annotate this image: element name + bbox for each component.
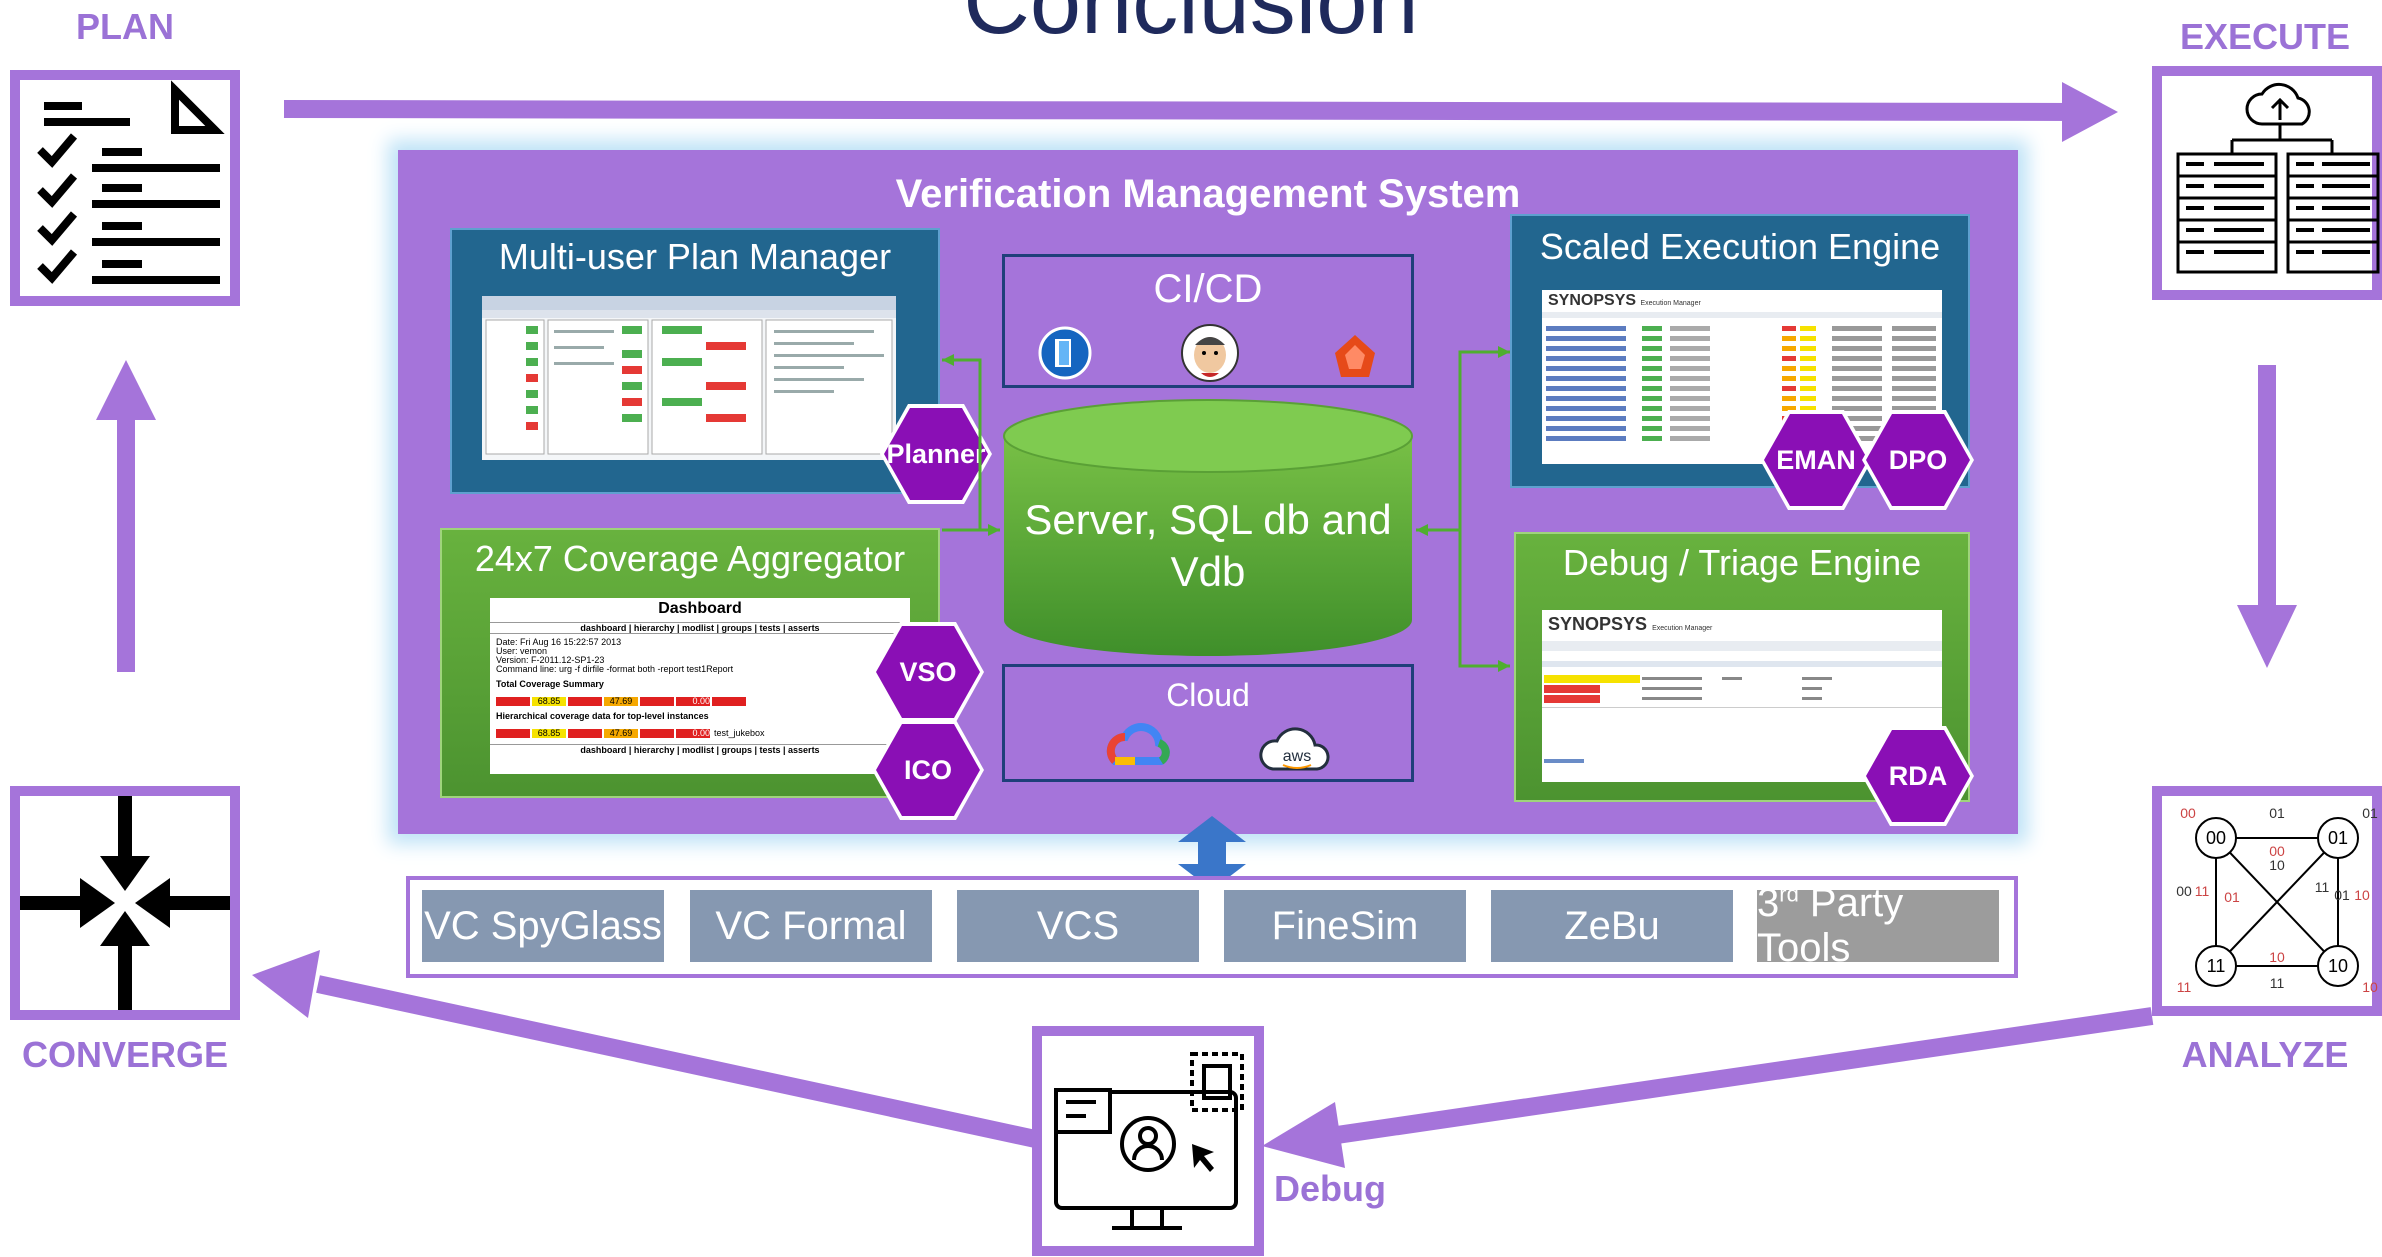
debug-title: Debug / Triage Engine [1562, 542, 1922, 583]
dpo-badge: DPO [1866, 414, 1970, 506]
state-node: 10 [2328, 956, 2348, 976]
coverage-title: 24x7 Coverage Aggregator [474, 538, 906, 579]
plan-to-execute-arrow [283, 100, 2081, 121]
svg-text:10: 10 [2269, 949, 2285, 965]
database-label: Server, SQL db and Vdb [1024, 496, 1392, 595]
plan-manager-panel: Multi-user Plan Manager [450, 228, 940, 494]
tools-bar [406, 876, 2018, 978]
svg-text:11: 11 [2315, 879, 2330, 895]
debug-label: Debug [1274, 1168, 1386, 1209]
converge-arrows-icon [20, 796, 230, 1010]
state-node: 11 [2207, 956, 2226, 976]
dashboard-nav: dashboard | hierarchy | modlist | groups… [490, 622, 910, 634]
svg-text:00: 00 [2269, 843, 2285, 859]
dpo-badge-border: DPO [1862, 410, 1974, 510]
hier-title: Hierarchical coverage data for top-level… [496, 711, 709, 721]
execution-screenshot: SYNOPSYS Execution Manager [1542, 290, 1942, 464]
tool-zebu: ZeBu [1491, 890, 1733, 962]
hier-row: 68.85 47.69 0.00 test_jukebox [496, 729, 910, 738]
coverage-dashboard: Dashboard dashboard | hierarchy | modlis… [490, 598, 910, 774]
state-node: 00 [2206, 828, 2226, 848]
vso-badge-border: VSO [872, 622, 984, 722]
tool-vc-formal: VC Formal [690, 890, 932, 962]
svg-text:11: 11 [2195, 883, 2210, 899]
svg-text:01: 01 [2362, 805, 2378, 821]
checklist-icon [30, 80, 225, 292]
cloud-title: Cloud [1166, 677, 1250, 713]
dashboard-info: Date: Fri Aug 16 15:22:57 2013 [496, 637, 622, 647]
ico-badge-border: ICO [872, 720, 984, 820]
gitlab-like-icon [1335, 335, 1375, 377]
test-name: test_jukebox [714, 728, 765, 738]
debug-icon-box [1032, 1026, 1264, 1256]
svg-text:01: 01 [2224, 889, 2240, 905]
cloud-logos: aws [1106, 723, 1330, 771]
debug-screenshot: SYNOPSYS Execution Manager [1542, 610, 1942, 782]
database-cylinder [1003, 399, 1413, 656]
door-icon [1038, 326, 1092, 380]
cicd-logos [1038, 324, 1375, 382]
google-cloud-icon [1106, 723, 1170, 765]
svg-text:10: 10 [2354, 887, 2370, 903]
tool-vc-spyglass: VC SpyGlass [422, 890, 664, 962]
dashboard-info: User: vemon [496, 646, 548, 656]
cloud-servers-icon [2176, 82, 2380, 274]
cicd-box: CI/CD [1002, 254, 1414, 388]
plan-manager-screenshot [482, 296, 896, 460]
cloud-box: Cloud aws [1002, 664, 1414, 782]
rda-badge: RDA [1866, 730, 1970, 822]
execute-label: EXECUTE [2179, 16, 2351, 57]
dashboard-info: Version: F-2011.12-SP1-23 [496, 655, 605, 665]
analyze-icon-box: 00 01 11 10 00 01 00 10 01 00 11 01 11 0… [2152, 786, 2382, 1016]
summary-title: Total Coverage Summary [496, 679, 604, 689]
jenkins-icon [1181, 324, 1239, 382]
converge-label: CONVERGE [21, 1034, 229, 1075]
tool-3rd-party: 3rd Party Tools [1757, 881, 1999, 970]
svg-text:11: 11 [2270, 975, 2285, 991]
planner-badge-border: Planner [880, 404, 992, 504]
analyze-to-debug-arrow [1328, 1007, 2154, 1145]
tool-3rd-party-label: 3rd Party Tools [1757, 881, 1904, 970]
svg-text:01: 01 [2334, 887, 2350, 903]
svg-text:10: 10 [2269, 857, 2285, 873]
vms-tools-double-arrow [1178, 816, 1246, 890]
tool-vcs: VCS [957, 890, 1199, 962]
synopsys-logo: SYNOPSYS Execution Manager [1548, 292, 1701, 309]
svg-text:aws: aws [1283, 748, 1311, 765]
synopsys-logo: SYNOPSYS Execution Manager [1548, 614, 1713, 634]
debug-to-converge-arrow [316, 975, 1042, 1149]
plan-manager-title: Multi-user Plan Manager [498, 236, 892, 277]
plan-label: PLAN [76, 6, 174, 47]
dashboard-nav-bottom: dashboard | hierarchy | modlist | groups… [490, 744, 910, 755]
plan-icon-box [10, 70, 240, 306]
slide-title: Conclusion [963, 0, 1419, 53]
execute-icon-box [2152, 66, 2382, 300]
dashboard-info: Command line: urg -f dirfile -format bot… [496, 664, 734, 674]
dashboard-heading: Dashboard [658, 600, 742, 617]
summary-row: 68.85 47.69 0.00 [496, 697, 910, 706]
svg-text:11: 11 [2177, 979, 2192, 995]
svg-text:00: 00 [2180, 805, 2196, 821]
debug-table [1542, 641, 1942, 763]
cicd-title: CI/CD [1153, 267, 1263, 311]
coverage-panel: 24x7 Coverage Aggregator Dashboard dashb… [440, 528, 940, 798]
svg-text:10: 10 [2362, 979, 2378, 995]
svg-text:00: 00 [2176, 883, 2192, 899]
converge-icon-box [10, 786, 240, 1020]
execution-title: Scaled Execution Engine [1539, 226, 1941, 267]
aws-icon: aws [1259, 727, 1330, 771]
state-node: 01 [2328, 828, 2348, 848]
vms-title: Verification Management System [895, 172, 1521, 216]
analyze-label: ANALYZE [2181, 1034, 2349, 1075]
state-graph-icon: 00 01 11 10 00 01 00 10 01 00 11 01 11 0… [2176, 805, 2378, 995]
debug-monitor-icon [1054, 1052, 1244, 1230]
svg-text:01: 01 [2269, 805, 2285, 821]
eman-badge: EMAN [1764, 414, 1868, 506]
tool-finesim: FineSim [1224, 890, 1466, 962]
